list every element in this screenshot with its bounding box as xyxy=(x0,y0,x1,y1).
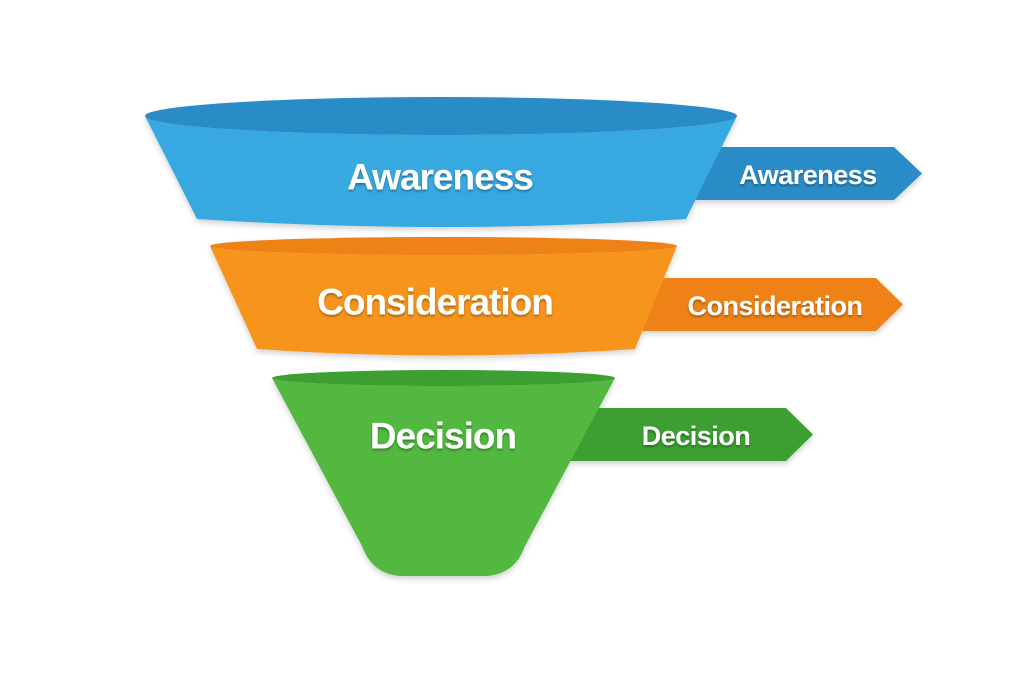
decision-funnel-rim xyxy=(272,370,615,386)
awareness-tag-label: Awareness xyxy=(739,160,877,190)
consideration-funnel-body xyxy=(210,246,677,356)
awareness-tag-arrow xyxy=(690,147,922,200)
consideration-funnel-rim xyxy=(210,237,677,255)
funnel-stage-consideration: Consideration Consideration xyxy=(210,237,903,356)
decision-stage-label: Decision xyxy=(370,416,516,457)
awareness-stage-label: Awareness xyxy=(347,157,533,198)
decision-tag-arrow xyxy=(560,408,813,461)
consideration-tag-arrow xyxy=(630,278,903,331)
awareness-funnel-rim xyxy=(145,97,737,135)
funnel-stage-awareness: Awareness Awareness xyxy=(145,97,922,227)
consideration-tag-label: Consideration xyxy=(687,291,862,321)
decision-tag-label: Decision xyxy=(642,421,751,451)
consideration-stage-label: Consideration xyxy=(317,282,553,323)
decision-funnel-body xyxy=(272,378,615,576)
funnel-stage-decision: Decision Decision xyxy=(272,370,813,576)
awareness-funnel-body xyxy=(145,116,737,227)
